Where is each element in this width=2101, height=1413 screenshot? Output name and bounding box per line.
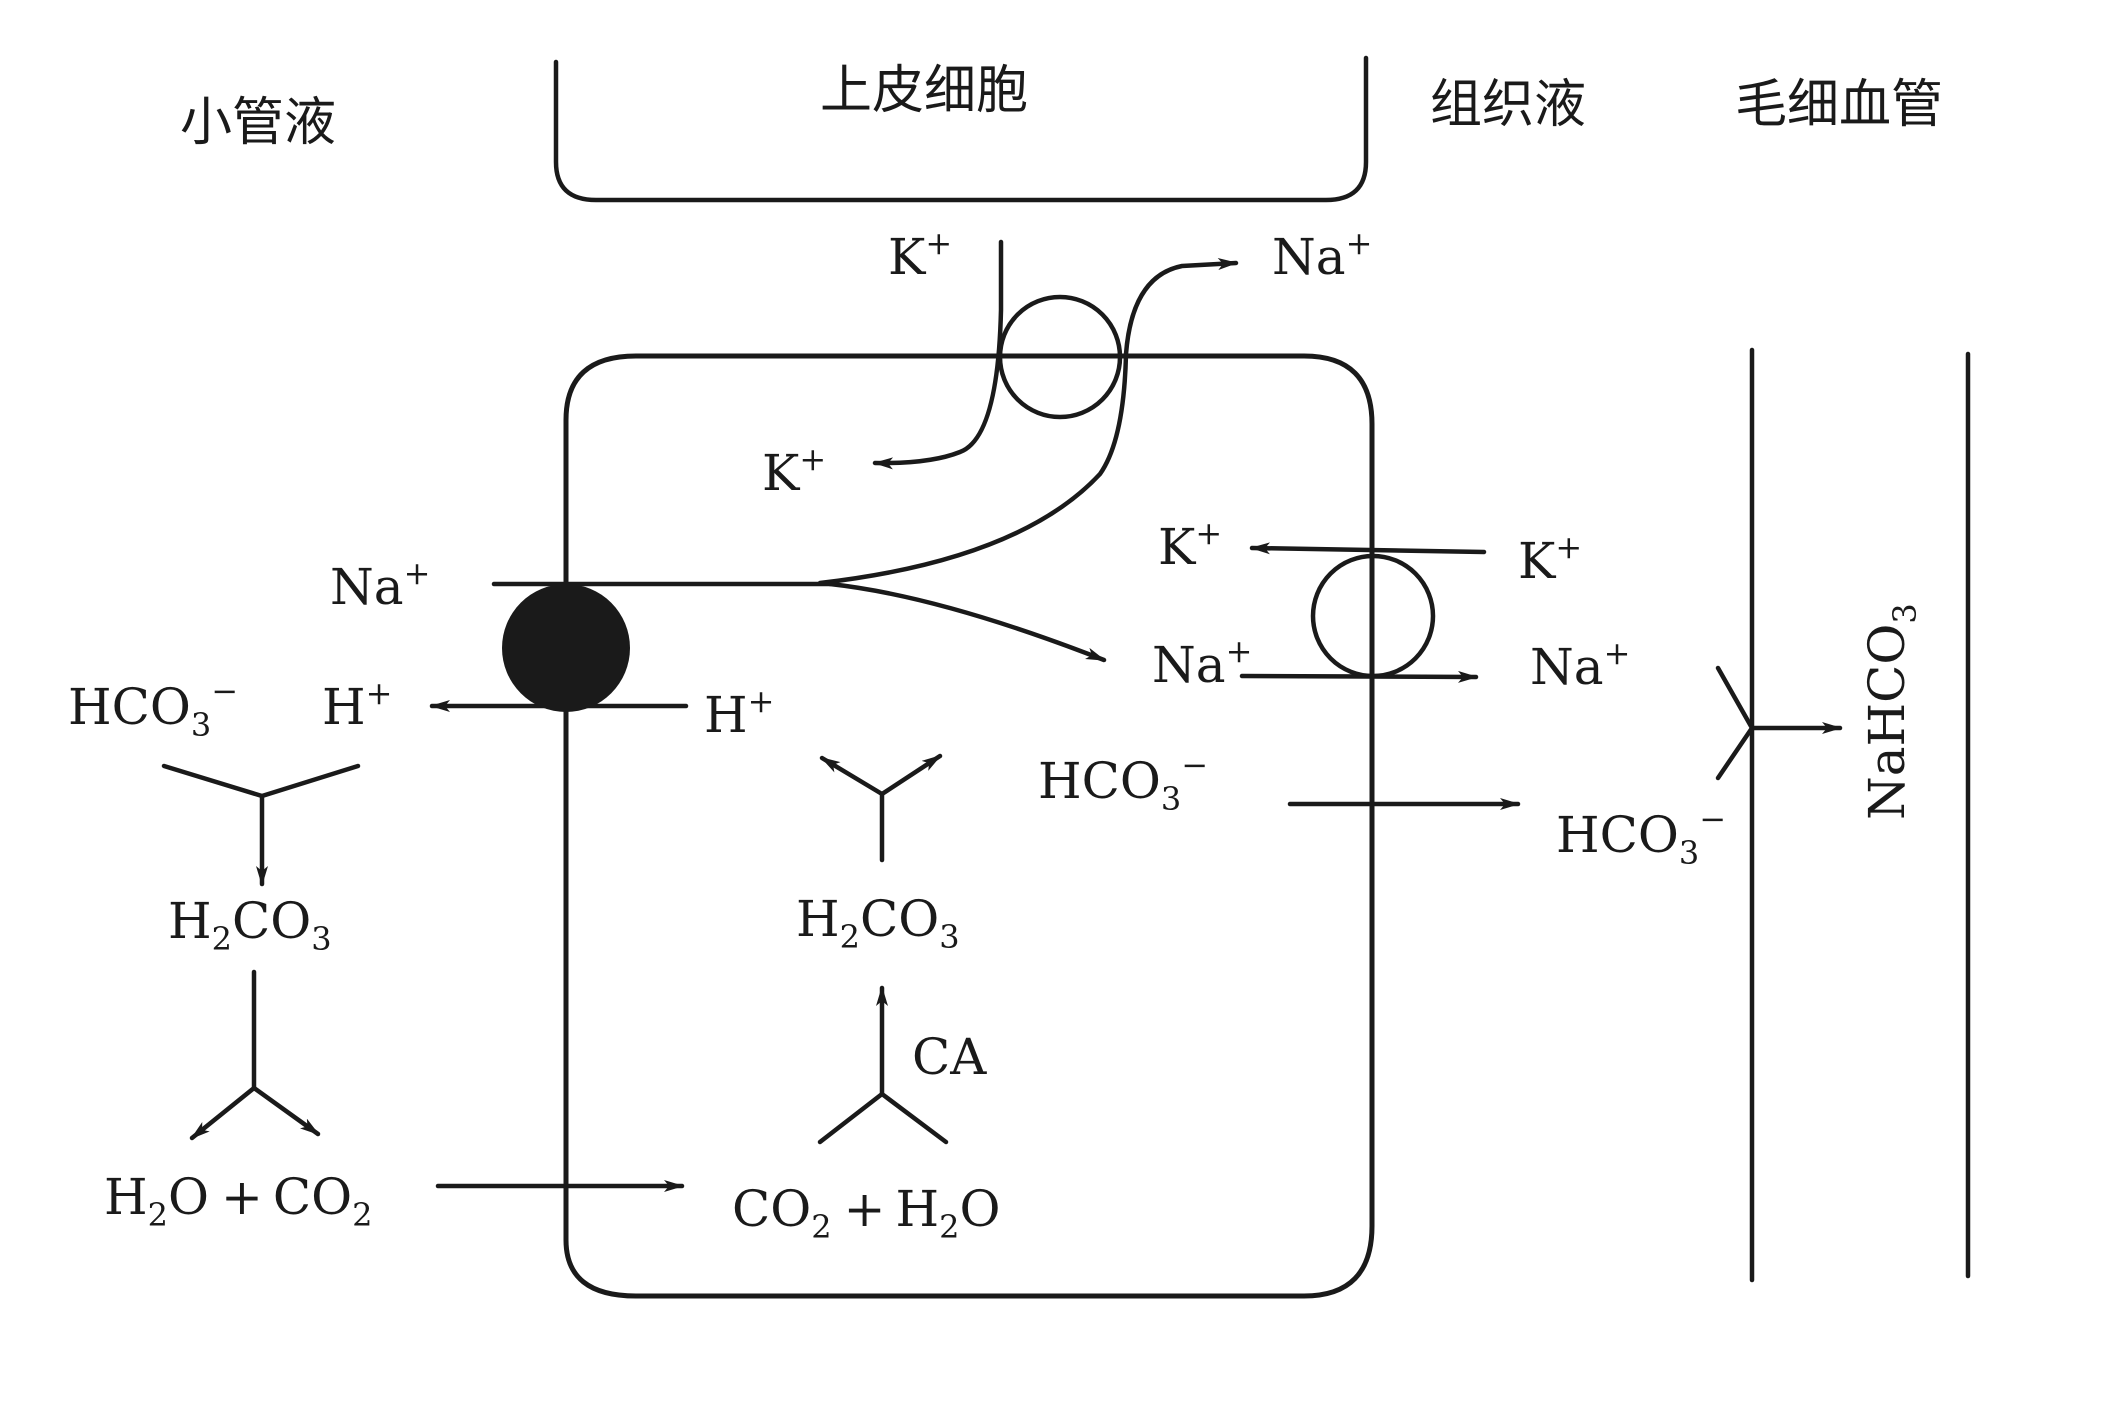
k-label-basolateral-inside: K+ <box>1158 514 1222 576</box>
hco3-label-interstitial: HCO3− <box>1556 800 1726 872</box>
lumen-split-arrow-left <box>189 1085 257 1141</box>
na-branch-basolateral <box>827 581 1107 663</box>
carbonic-anhydrase-label: CA <box>912 1028 987 1086</box>
na-label-basolateral-outside: Na+ <box>1530 634 1630 696</box>
h-label-lumen: H+ <box>322 674 392 736</box>
nahco3-label: NaHCO3 <box>1858 603 1924 820</box>
na-label-basolateral-inside: Na+ <box>1152 632 1252 694</box>
region-label-capillary: 毛细血管 <box>1735 75 1943 135</box>
na-efflux-line-basolateral <box>1239 670 1479 683</box>
k-influx-path-top <box>872 239 1004 470</box>
co2-h2o-label-cell: CO2+H2O <box>732 1180 1000 1246</box>
cell-split-arrow-right <box>879 753 943 797</box>
cell-split-arrow-left <box>819 755 885 797</box>
k-label-basolateral-outside: K+ <box>1518 528 1582 590</box>
na-label-top-outside: Na+ <box>1272 224 1372 286</box>
epithelial-header-bracket <box>553 55 1369 203</box>
h-label-cell: H+ <box>704 682 774 744</box>
na-label-apical: Na+ <box>330 554 430 616</box>
na-h-exchanger <box>502 584 630 712</box>
region-label-interstitial-fluid: 组织液 <box>1430 75 1586 135</box>
k-label-top-inside: K+ <box>762 440 826 502</box>
nahco3-merge-lines <box>1715 665 1755 781</box>
na-efflux-path-top <box>817 258 1239 586</box>
region-label-epithelial-cell: 上皮细胞 <box>820 61 1028 121</box>
cell-membrane <box>563 353 1375 1299</box>
lumen-combine-lines <box>161 763 361 799</box>
region-label-tubular-fluid: 小管液 <box>180 93 336 153</box>
h2co3-label-lumen: H2CO3 <box>168 892 332 958</box>
hco3-label-cell: HCO3− <box>1038 746 1208 818</box>
lumen-split-arrow-right <box>251 1085 321 1137</box>
k-label-top-outside: K+ <box>888 224 952 286</box>
h2o-co2-label-lumen: H2O+CO2 <box>104 1168 372 1234</box>
h2co3-label-cell: H2CO3 <box>796 890 960 956</box>
k-influx-line-basolateral <box>1249 542 1487 555</box>
cell-combine-lines <box>817 1091 949 1145</box>
hco3-label-lumen: HCO3− <box>68 672 238 744</box>
